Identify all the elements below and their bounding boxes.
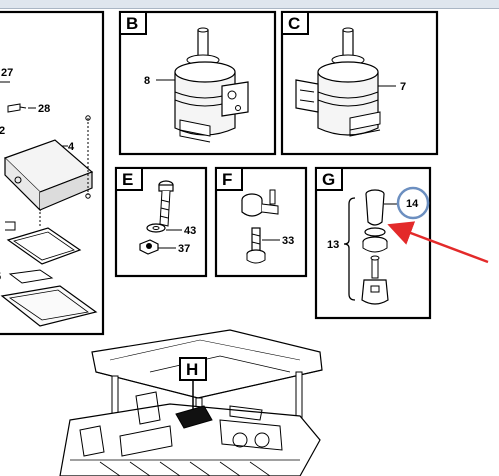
red-arrow xyxy=(387,221,489,264)
part-label-28: 28 xyxy=(38,103,50,115)
panel-f-letter: F xyxy=(222,170,232,189)
top-window-strip xyxy=(0,0,499,9)
part-label-8: 8 xyxy=(144,75,150,87)
part-label-37: 37 xyxy=(178,243,190,255)
part-label-27: 27 xyxy=(1,67,13,79)
panel-f: F 33 xyxy=(214,166,308,278)
part-label-5: 5 xyxy=(0,271,1,283)
panel-g-letter: G xyxy=(322,170,335,189)
part-label-7: 7 xyxy=(400,81,406,93)
panel-a: 27 28 2 4 5 xyxy=(0,10,105,336)
paver-illustration: H xyxy=(59,329,323,476)
panel-h-letter: H xyxy=(186,360,198,379)
part-label-14: 14 xyxy=(406,198,419,210)
part-label-13: 13 xyxy=(327,239,339,251)
panel-g: G 14 13 xyxy=(314,166,489,320)
panel-c: C 7 xyxy=(280,10,439,156)
panel-b-letter: B xyxy=(126,14,138,33)
panel-e-letter: E xyxy=(122,170,133,189)
highlight-circle xyxy=(396,186,430,220)
part-label-43: 43 xyxy=(184,225,196,237)
panel-b: B 8 xyxy=(118,10,277,156)
part-label-2: 2 xyxy=(0,125,5,137)
part-label-33: 33 xyxy=(282,235,294,247)
panel-e: E 43 37 xyxy=(114,166,208,278)
panel-c-letter: C xyxy=(288,14,300,33)
part-label-4: 4 xyxy=(68,141,75,153)
